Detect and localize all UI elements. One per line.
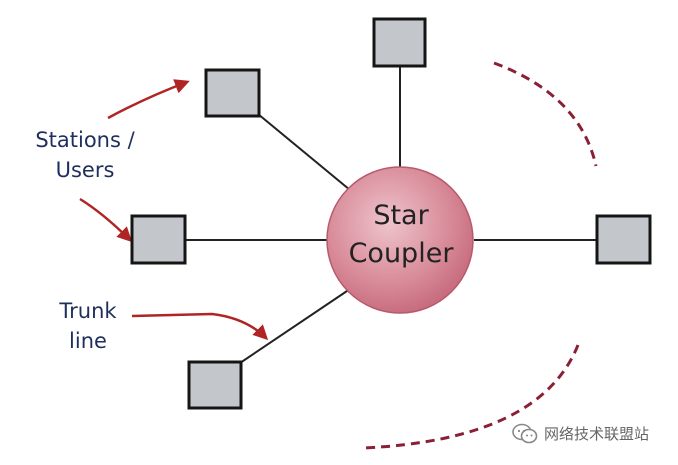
station-box-left — [130, 214, 187, 265]
arrow-trunk-to-line — [131, 312, 269, 341]
wechat-icon — [512, 423, 538, 444]
arrow-stations-to-upper-station — [107, 79, 190, 120]
watermark-text: 网络技术联盟站 — [544, 425, 650, 443]
station-box-lower-left — [187, 360, 243, 410]
link-lower-left — [239, 288, 351, 364]
star-coupler-label-line-2: Coupler — [348, 238, 454, 269]
annotation-arrows — [79, 79, 269, 341]
star-coupler-label: Star Coupler — [328, 197, 474, 273]
dashed-arcs — [362, 61, 598, 450]
stations — [130, 17, 652, 410]
stations-label-line-1: Stations / — [35, 128, 135, 152]
watermark: 网络技术联盟站 — [512, 423, 649, 445]
star-coupler-hub — [326, 166, 474, 314]
arc-upper-right — [493, 61, 598, 167]
arc-lower-right — [362, 344, 580, 450]
station-box-right — [595, 214, 652, 265]
arrow-stations-to-left-station — [79, 197, 133, 243]
trunk-label-line-1: Trunk — [59, 299, 117, 323]
trunk-lines — [185, 66, 597, 364]
trunk-label-line-2: line — [69, 329, 107, 353]
stations-users-label: Stations / Users — [25, 125, 145, 185]
trunk-line-label: Trunk line — [38, 296, 138, 356]
station-box-upper-left — [204, 68, 261, 118]
link-upper-left — [257, 113, 351, 191]
station-box-top — [372, 17, 427, 68]
star-coupler-label-line-1: Star — [373, 200, 429, 231]
stations-label-line-2: Users — [55, 158, 115, 182]
